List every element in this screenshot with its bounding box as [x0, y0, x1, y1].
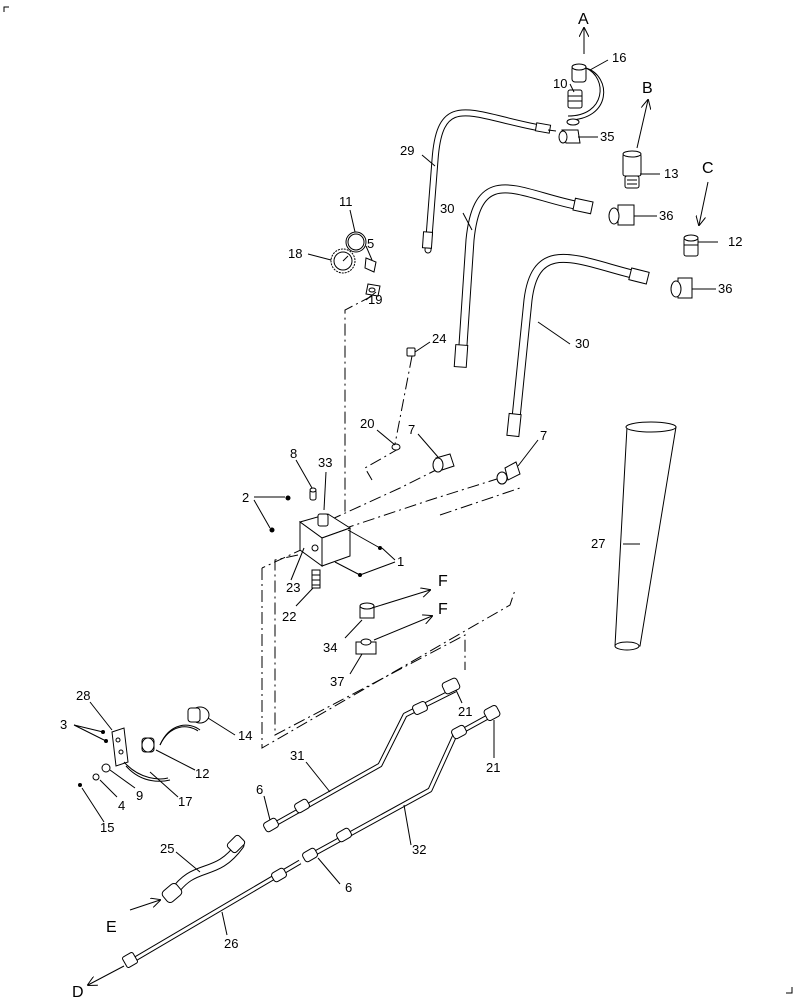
label-part-12-lower: 12: [195, 766, 209, 781]
label-letter-e: E: [106, 919, 117, 936]
valve-block: [269, 487, 382, 589]
leader-lines: [73, 28, 718, 985]
label-part-33: 33: [318, 455, 332, 470]
label-part-9: 9: [136, 788, 143, 803]
label-part-3: 3: [60, 717, 67, 732]
bracket-assembly: [78, 706, 210, 787]
label-letter-d: D: [72, 984, 84, 1000]
label-part-4: 4: [118, 798, 125, 813]
label-part-35: 35: [600, 129, 614, 144]
label-part-6-lower: 6: [345, 880, 352, 895]
label-part-11: 11: [339, 194, 353, 209]
label-part-7-right: 7: [540, 428, 547, 443]
pressure-gauge-assembly: [330, 231, 381, 297]
label-part-26: 26: [224, 936, 238, 951]
label-part-17: 17: [178, 794, 192, 809]
label-part-6-upper: 6: [256, 782, 263, 797]
hose-25: [161, 834, 246, 904]
corner-mark-top-left: [3, 6, 9, 12]
label-part-36-lower: 36: [718, 281, 732, 296]
label-part-21-right: 21: [486, 760, 500, 775]
label-part-34: 34: [323, 640, 337, 655]
label-part-28: 28: [76, 688, 90, 703]
coupler-assembly-b: [608, 150, 642, 226]
label-part-32: 32: [412, 842, 426, 857]
label-letter-f2: F: [438, 601, 448, 618]
corner-mark-bottom-right: [786, 987, 793, 994]
tee-fittings: [355, 602, 377, 655]
label-part-36-upper: 36: [659, 208, 673, 223]
label-part-1: 1: [397, 554, 404, 569]
label-part-14: 14: [238, 728, 252, 743]
label-part-27: 27: [591, 536, 605, 551]
label-letter-f1: F: [438, 573, 448, 590]
label-part-21-left: 21: [458, 704, 472, 719]
label-letter-b: B: [642, 80, 653, 97]
label-part-2: 2: [242, 490, 249, 505]
label-part-13: 13: [664, 166, 678, 181]
label-part-25: 25: [160, 841, 174, 856]
label-part-10: 10: [553, 76, 567, 91]
fittings-upper: [391, 347, 521, 485]
labels: A B C F F E D 16 10 35 13 36 12 36 30 30…: [60, 11, 742, 1000]
hose-30-lower: [506, 253, 650, 438]
label-part-20: 20: [360, 416, 374, 431]
label-part-8: 8: [290, 446, 297, 461]
hose-29: [421, 109, 557, 254]
label-part-15: 15: [100, 820, 114, 835]
hose-26: [122, 859, 302, 968]
label-part-7-left: 7: [408, 422, 415, 437]
hose-30-upper: [453, 184, 594, 368]
label-letter-c: C: [702, 160, 714, 177]
label-part-29: 29: [400, 143, 414, 158]
label-part-19: 19: [368, 292, 382, 307]
label-part-37: 37: [330, 674, 344, 689]
coupler-assembly-c: [670, 234, 699, 299]
label-part-31: 31: [290, 748, 304, 763]
label-part-24: 24: [432, 331, 446, 346]
coupler-assembly-a: [558, 63, 605, 144]
label-part-18: 18: [288, 246, 302, 261]
label-part-5: 5: [367, 236, 374, 251]
label-part-16: 16: [612, 50, 626, 65]
label-part-22: 22: [282, 609, 296, 624]
pipe-32: [302, 704, 501, 863]
label-part-12-upper: 12: [728, 234, 742, 249]
pipe-31: [263, 677, 461, 833]
label-part-30-lower: 30: [575, 336, 589, 351]
connection-lines: [261, 295, 521, 749]
label-part-23: 23: [286, 580, 300, 595]
tube-27: [614, 421, 677, 651]
label-part-30-upper: 30: [440, 201, 454, 216]
label-letter-a: A: [578, 11, 589, 28]
